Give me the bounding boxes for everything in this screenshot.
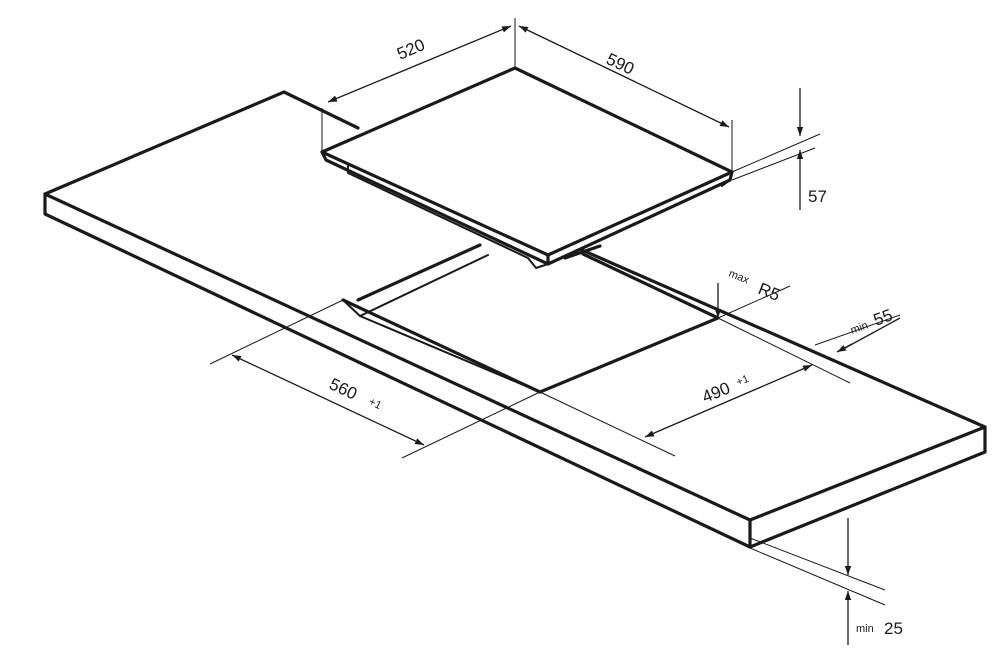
hob-body-corner xyxy=(527,257,549,269)
label-490: 490 xyxy=(699,378,732,406)
label-560-tolerance: +1 xyxy=(367,396,383,412)
label-55: 55 xyxy=(871,305,895,329)
label-r5: R5 xyxy=(756,279,783,305)
dim-line-490 xyxy=(644,364,813,438)
label-490-tolerance: +1 xyxy=(735,373,751,389)
cutout-inner-right xyxy=(582,253,719,319)
label-590: 590 xyxy=(603,49,637,78)
worktop-back-right-edge xyxy=(580,248,987,429)
worktop-right-end xyxy=(748,425,987,549)
hob-body-left xyxy=(347,165,529,259)
dim-line-520 xyxy=(327,25,512,103)
label-520: 520 xyxy=(394,35,428,64)
dim-line-560 xyxy=(231,354,425,446)
cutout-outline xyxy=(341,252,720,394)
label-560: 560 xyxy=(326,374,360,403)
worktop xyxy=(43,90,987,549)
label-25: 25 xyxy=(884,619,903,638)
dim-line-590 xyxy=(518,25,730,128)
hob xyxy=(320,66,734,269)
worktop-front-face xyxy=(43,192,752,549)
worktop-back-edge-segment xyxy=(356,243,482,302)
dimension-lines xyxy=(231,25,901,645)
worktop-back-edge-gap xyxy=(563,244,602,260)
dimension-labels: 520 590 57 max R5 min 55 560 +1 490 +1 m… xyxy=(326,35,903,638)
label-55-prefix: min xyxy=(849,319,870,336)
cutout xyxy=(341,252,720,394)
extension-lines xyxy=(209,18,901,606)
worktop-front-top-edge xyxy=(43,192,752,522)
cutout-inner-back xyxy=(359,254,489,317)
hob-glass-front-edge xyxy=(320,150,550,266)
dim-line-55-tail xyxy=(844,317,901,349)
label-57: 57 xyxy=(808,187,827,206)
hob-body-right xyxy=(721,179,731,187)
worktop-back-left-edge xyxy=(43,90,360,196)
label-25-prefix: min xyxy=(856,623,874,635)
hob-glass-top xyxy=(320,66,734,257)
label-r5-prefix: max xyxy=(727,268,751,287)
dim-line-55 xyxy=(836,343,853,353)
